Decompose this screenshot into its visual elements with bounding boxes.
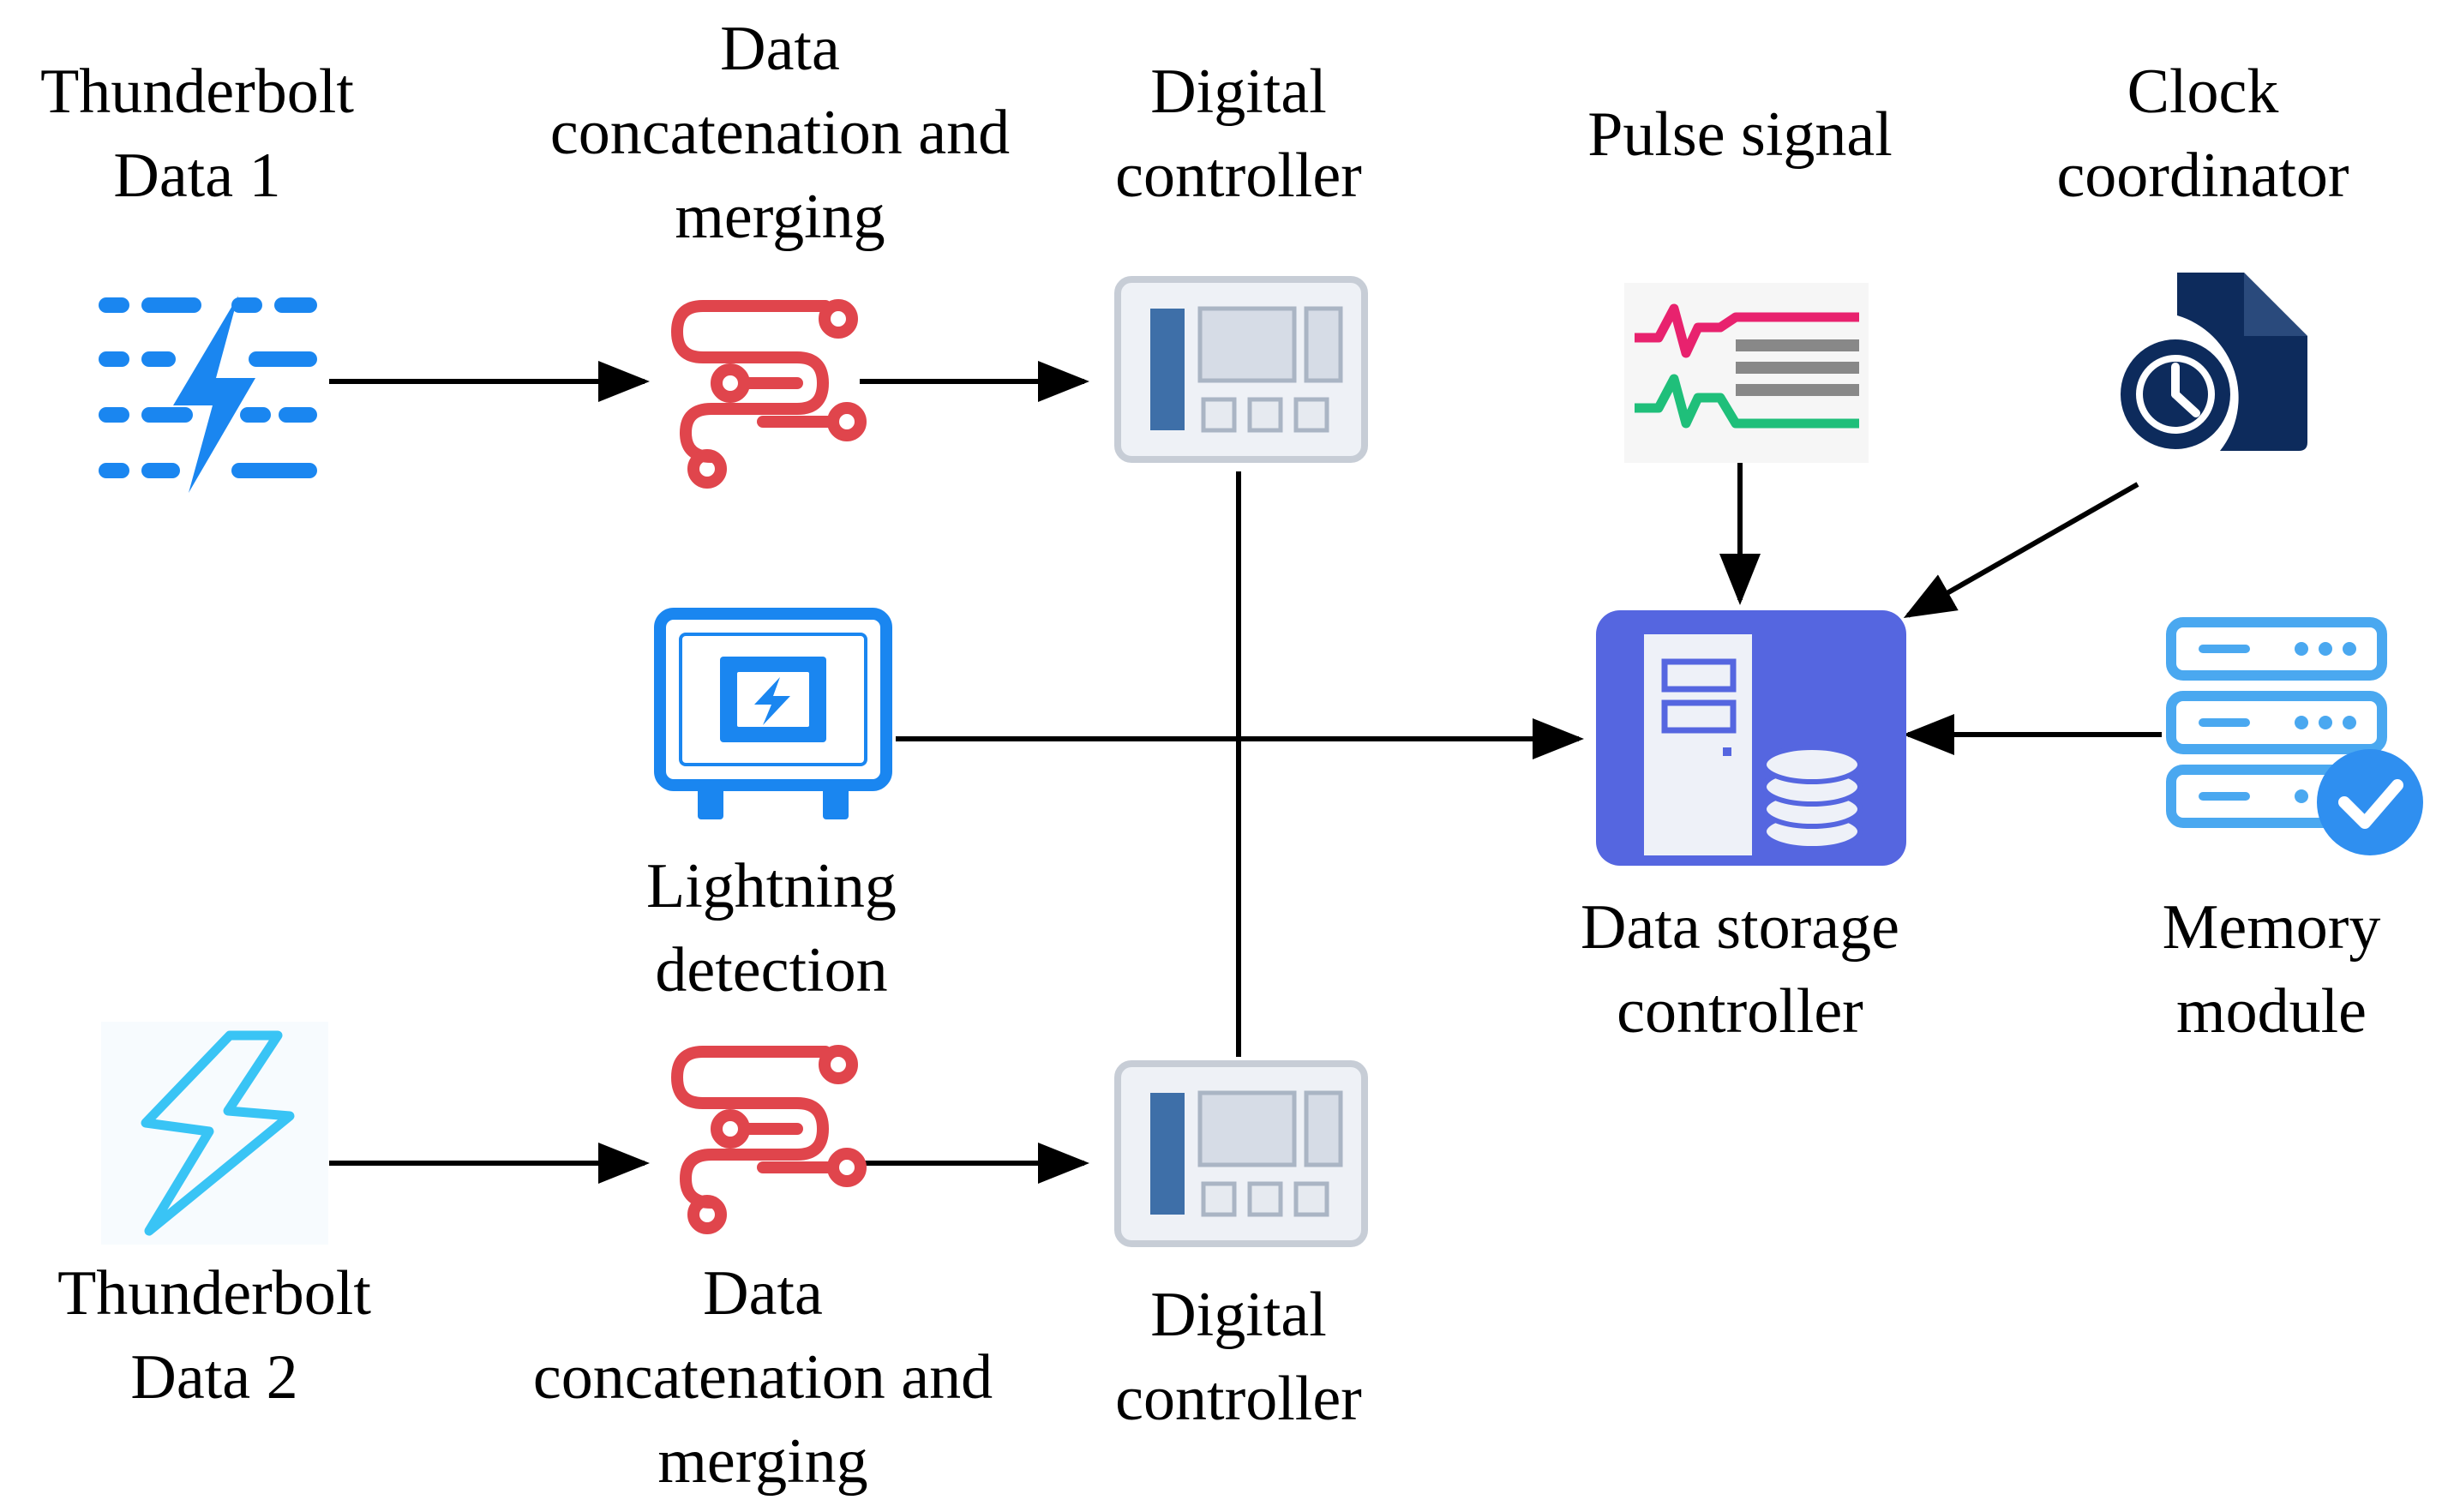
digital-controller-icon xyxy=(1114,1060,1368,1247)
data-storage-controller-icon xyxy=(1596,610,1906,866)
lightning-data-icon xyxy=(99,296,317,493)
lightning-detection-icon xyxy=(654,608,892,819)
pulse-signal-icon xyxy=(1624,283,1869,463)
pulse-signal-label: Pulse signal xyxy=(1587,99,1893,170)
merge-bottom-label: Data concatenation and merging xyxy=(532,1258,993,1497)
data-storage-controller-label: Data storage controller xyxy=(1581,892,1899,1047)
digital-controller-top-label: Digital controller xyxy=(1115,57,1362,211)
clock-coordinator-label: Clock coordinator xyxy=(2056,57,2349,211)
data-merge-icon xyxy=(670,1045,867,1234)
memory-module-icon xyxy=(2166,617,2423,855)
thunderbolt-data-2-label: Thunderbolt Data 2 xyxy=(57,1258,371,1413)
lightning-bolt-icon xyxy=(101,1022,328,1245)
digital-controller-icon xyxy=(1114,276,1368,463)
lightning-detection-label: Lightning detection xyxy=(646,851,897,1005)
digital-controller-bottom-label: Digital controller xyxy=(1115,1280,1362,1434)
thunderbolt-data-1-label: Thunderbolt Data 1 xyxy=(40,57,354,211)
merge-top-label: Data concatenation and merging xyxy=(549,14,1011,252)
clock-coordinator-icon xyxy=(2121,273,2307,451)
data-merge-icon xyxy=(670,299,867,489)
memory-module-label: Memory module xyxy=(2162,892,2381,1047)
arrow-clock-to-storage xyxy=(1903,482,2139,618)
